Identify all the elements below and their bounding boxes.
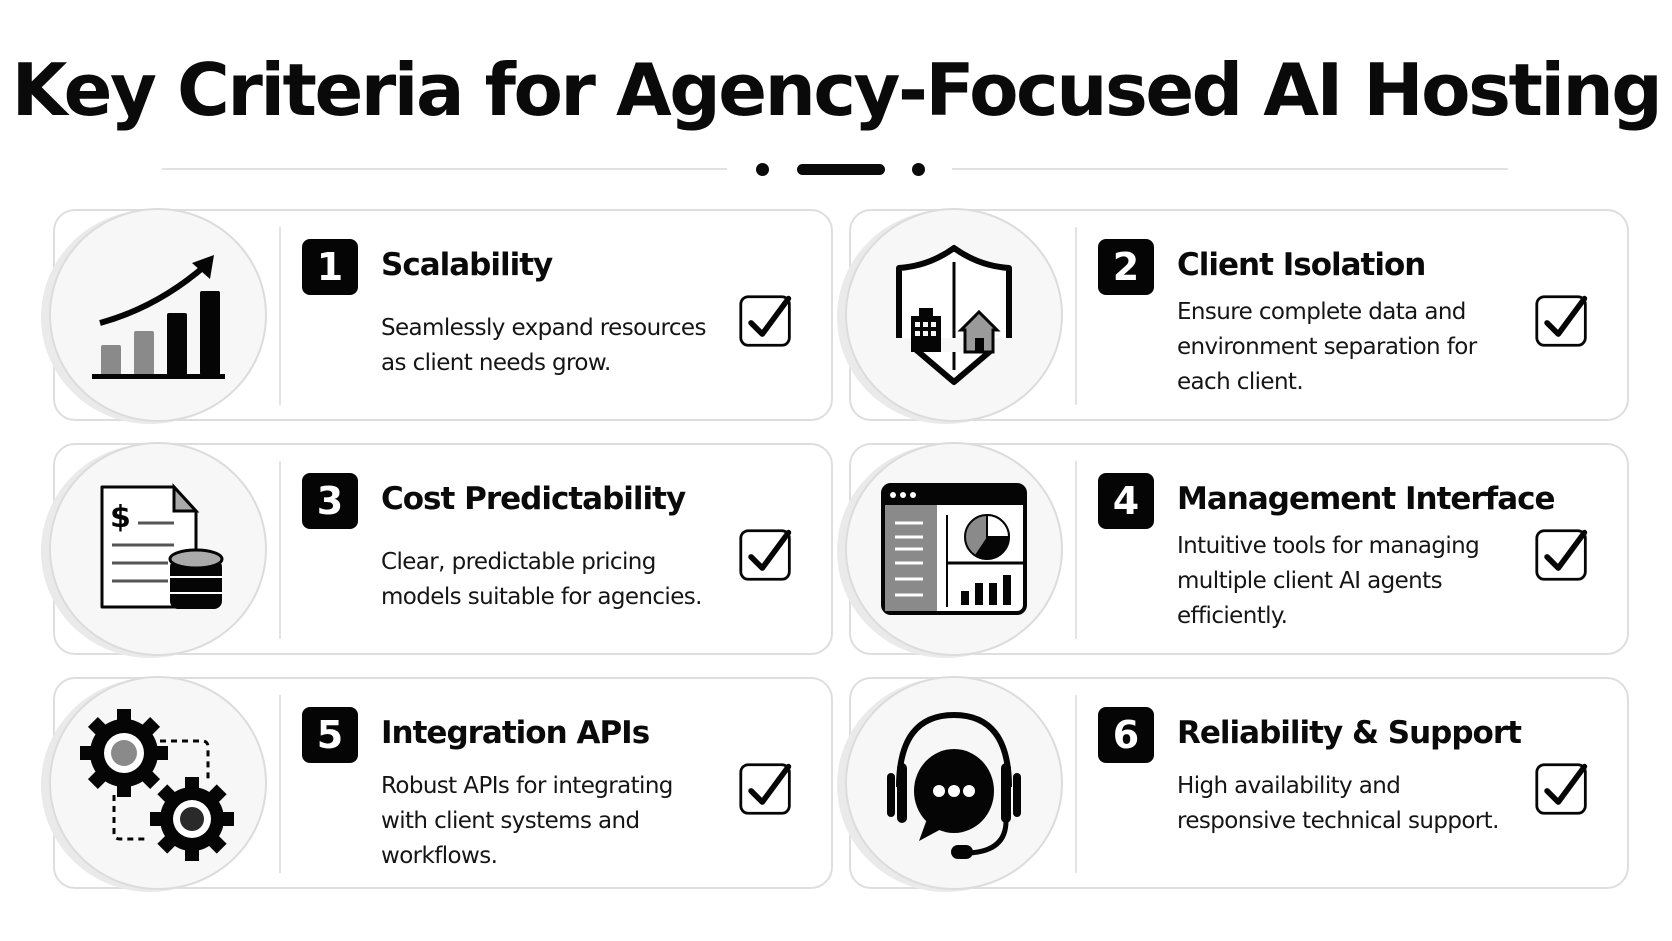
checkbox-checked-icon[interactable]: [1534, 527, 1590, 583]
card-divider: [279, 461, 281, 639]
gears-icon: [80, 709, 234, 861]
criterion-title: Client Isolation: [1177, 247, 1426, 283]
criterion-number-badge: 6: [1098, 707, 1154, 763]
shield-buildings-icon: [894, 245, 1014, 385]
icon-circle: [845, 676, 1063, 890]
criterion-title: Reliability & Support: [1177, 715, 1522, 751]
criterion-number-badge: 3: [302, 473, 358, 529]
card-divider: [279, 695, 281, 873]
criterion-number-badge: 4: [1098, 473, 1154, 529]
checkbox-checked-icon[interactable]: [1534, 293, 1590, 349]
criterion-description: Ensure complete data and environment sep…: [1177, 299, 1477, 395]
icon-circle: [845, 442, 1063, 656]
criterion-description: High availability and responsive technic…: [1177, 773, 1499, 834]
divider-dot-left: [756, 163, 769, 176]
criterion-description: Seamlessly expand resources as client ne…: [381, 315, 706, 376]
invoice-coins-icon: $: [100, 483, 224, 609]
checkbox-checked-icon[interactable]: [1534, 761, 1590, 817]
criterion-card-integration-apis: 5 Integration APIs Robust APIs for integ…: [49, 676, 833, 890]
icon-circle: $: [49, 442, 267, 656]
criterion-title: Integration APIs: [381, 715, 650, 751]
divider-left: [162, 168, 727, 170]
icon-circle: [845, 208, 1063, 422]
criterion-description: Intuitive tools for managing multiple cl…: [1177, 533, 1480, 629]
checkbox-checked-icon[interactable]: [738, 527, 794, 583]
criterion-title: Management Interface: [1177, 481, 1556, 517]
svg-text:$: $: [110, 500, 131, 535]
criterion-card-reliability-support: 6 Reliability & Support High availabilit…: [845, 676, 1629, 890]
criterion-description: Clear, predictable pricing models suitab…: [381, 549, 702, 610]
card-divider: [1075, 695, 1077, 873]
criterion-card-client-isolation: 2 Client Isolation Ensure complete data …: [845, 208, 1629, 422]
criterion-card-management-interface: 4 Management Interface Intuitive tools f…: [845, 442, 1629, 656]
growth-chart-icon: [92, 255, 225, 379]
criterion-number-badge: 1: [302, 239, 358, 295]
card-divider: [1075, 227, 1077, 405]
divider-dot-right: [912, 163, 925, 176]
headset-chat-icon: [887, 711, 1021, 859]
criterion-number-badge: 5: [302, 707, 358, 763]
criterion-card-cost-predictability: $ 3 Cost Predictability Clear, predictab…: [49, 442, 833, 656]
criterion-card-scalability: 1 Scalability Seamlessly expand resource…: [49, 208, 833, 422]
icon-circle: [49, 676, 267, 890]
criterion-title: Scalability: [381, 247, 553, 283]
criterion-title: Cost Predictability: [381, 481, 686, 517]
criterion-number-badge: 2: [1098, 239, 1154, 295]
card-divider: [279, 227, 281, 405]
card-divider: [1075, 461, 1077, 639]
divider-dash: [797, 164, 885, 175]
checkbox-checked-icon[interactable]: [738, 761, 794, 817]
checkbox-checked-icon[interactable]: [738, 293, 794, 349]
page-title: Key Criteria for Agency-Focused AI Hosti…: [11, 48, 1663, 132]
icon-circle: [49, 208, 267, 422]
criterion-description: Robust APIs for integrating with client …: [381, 773, 673, 869]
dashboard-icon: [881, 483, 1027, 615]
divider-right: [952, 168, 1508, 170]
